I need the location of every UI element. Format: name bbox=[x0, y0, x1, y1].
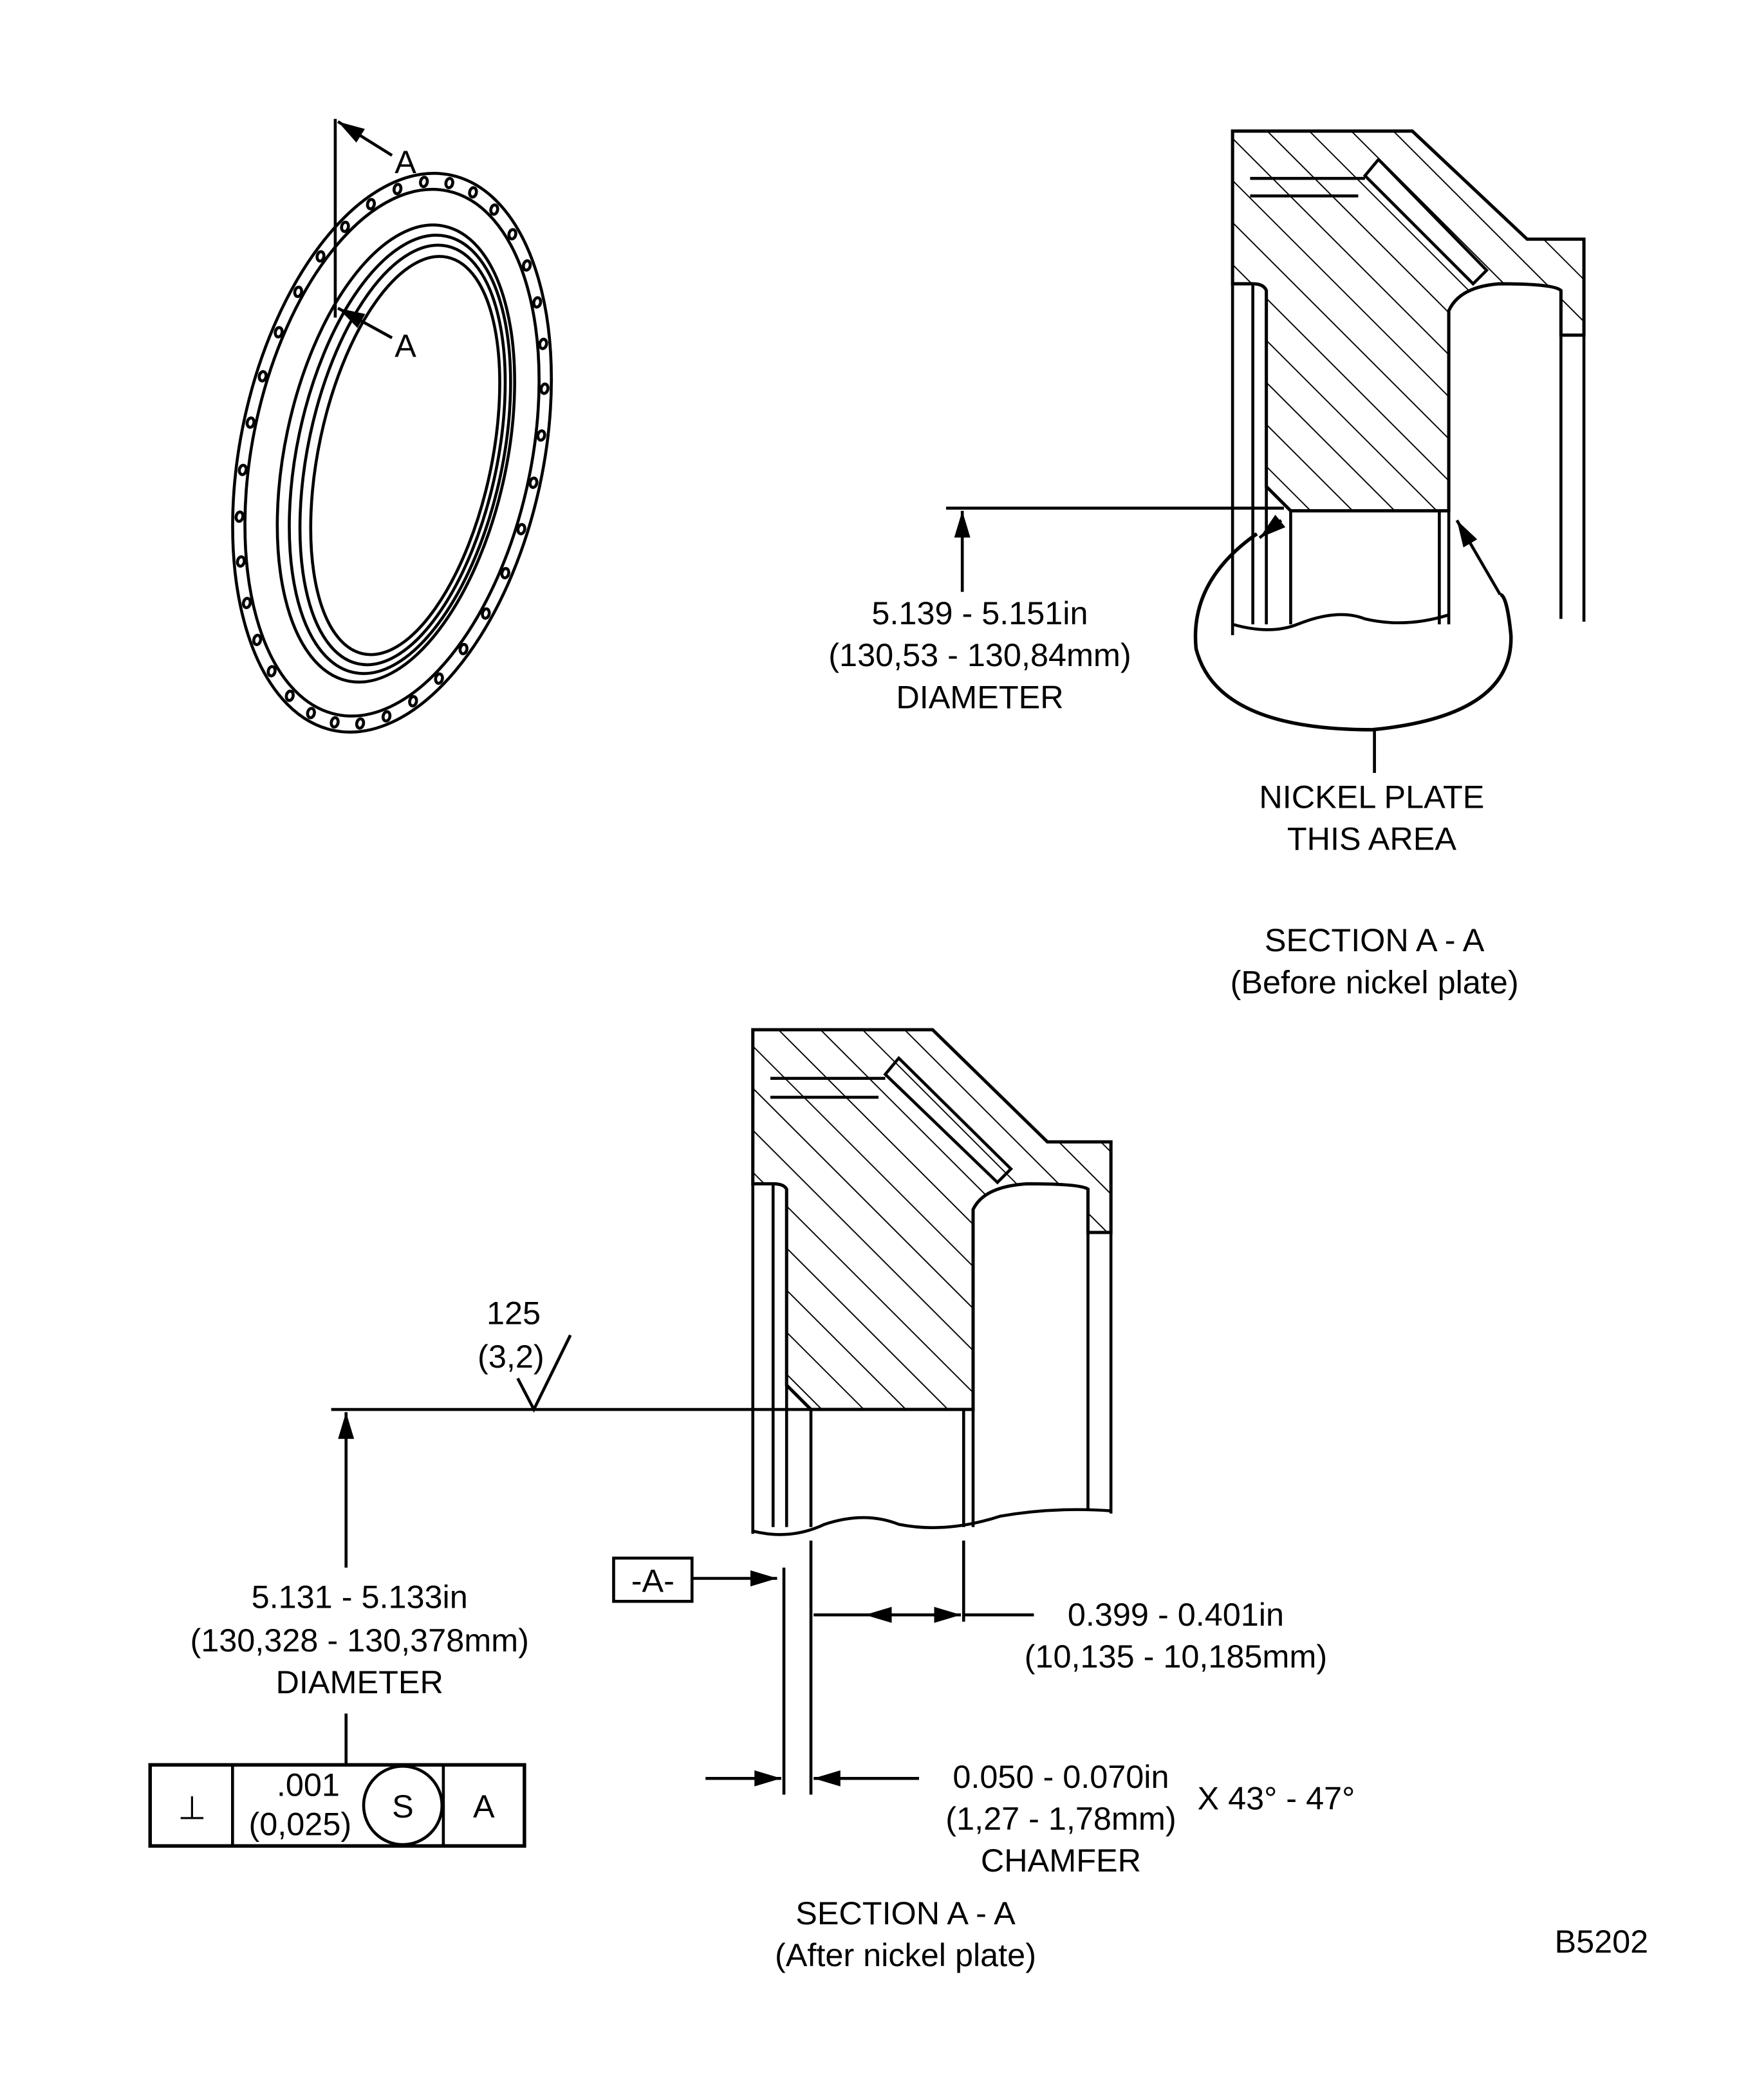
bolt-hole bbox=[468, 186, 478, 199]
bolt-hole bbox=[538, 337, 548, 350]
width-mm: (10,135 - 10,185mm) bbox=[1025, 1638, 1327, 1675]
bolt-hole bbox=[444, 176, 454, 190]
section-marker-lower: A bbox=[395, 327, 416, 364]
bolt-hole bbox=[539, 382, 550, 395]
chamfer-angle: X 43° - 47° bbox=[1198, 1780, 1355, 1817]
bolt-hole bbox=[293, 285, 303, 299]
flange-ring-isometric: A A bbox=[231, 118, 553, 734]
diameter-label-after: DIAMETER bbox=[276, 1664, 443, 1700]
bolt-hole bbox=[516, 523, 526, 535]
datum-a-label: -A- bbox=[631, 1562, 674, 1599]
bolt-hole bbox=[315, 250, 326, 263]
bolt-hole bbox=[507, 228, 517, 241]
width-in: 0.399 - 0.401in bbox=[1068, 1596, 1284, 1633]
bolt-hole bbox=[236, 555, 246, 568]
bolt-hole bbox=[458, 642, 469, 656]
bolt-holes bbox=[234, 176, 550, 730]
bolt-hole bbox=[284, 689, 295, 702]
chamfer-in: 0.050 - 0.070in bbox=[953, 1758, 1169, 1795]
surface-finish-value: 125 bbox=[487, 1295, 541, 1332]
bolt-hole bbox=[237, 463, 248, 476]
bolt-hole bbox=[330, 716, 340, 729]
bolt-hole bbox=[381, 710, 392, 723]
bolt-hole bbox=[366, 198, 376, 210]
bolt-hole bbox=[481, 607, 491, 620]
bolt-hole bbox=[234, 510, 245, 523]
section-title-before: SECTION A - A bbox=[1265, 922, 1485, 958]
bolt-hole bbox=[489, 203, 499, 216]
diameter-in-before: 5.139 - 5.151in bbox=[871, 595, 1088, 631]
bolt-hole bbox=[392, 183, 403, 196]
section-before-plate: 5.139 - 5.151in (130,53 - 130,84mm) DIAM… bbox=[828, 129, 1586, 1000]
diameter-in-after: 5.131 - 5.133in bbox=[252, 1579, 468, 1615]
nickel-note-line2: THIS AREA bbox=[1287, 821, 1457, 857]
bolt-hole bbox=[274, 326, 284, 339]
bolt-hole bbox=[418, 176, 429, 189]
feature-control-frame: ⊥ .001 (0,025) S A bbox=[148, 1763, 526, 1848]
bolt-hole bbox=[266, 665, 277, 678]
bolt-hole bbox=[257, 370, 268, 383]
bolt-hole bbox=[252, 633, 263, 646]
chamfer-mm: (1,27 - 1,78mm) bbox=[945, 1800, 1176, 1837]
section-title-after: SECTION A - A bbox=[795, 1895, 1016, 1931]
bolt-hole bbox=[408, 695, 418, 708]
bolt-hole bbox=[306, 707, 316, 720]
diameter-mm-after: (130,328 - 130,378mm) bbox=[190, 1622, 528, 1659]
datum-reference: A bbox=[473, 1788, 495, 1825]
rfs-modifier: S bbox=[392, 1788, 414, 1825]
nickel-note-line1: NICKEL PLATE bbox=[1259, 779, 1484, 815]
tolerance-mm: (0,025) bbox=[248, 1805, 351, 1842]
bolt-hole bbox=[355, 717, 366, 730]
diameter-mm-before: (130,53 - 130,84mm) bbox=[828, 637, 1131, 673]
bolt-hole bbox=[434, 672, 444, 685]
bolt-hole bbox=[340, 220, 350, 234]
diameter-label-before: DIAMETER bbox=[896, 678, 1063, 715]
bolt-hole bbox=[521, 259, 532, 272]
section-subtitle-before: (Before nickel plate) bbox=[1231, 963, 1519, 1000]
bolt-hole bbox=[536, 429, 546, 442]
section-marker-upper: A bbox=[395, 144, 416, 180]
bolt-hole bbox=[500, 567, 510, 580]
perpendicularity-symbol: ⊥ bbox=[178, 1789, 206, 1826]
bolt-hole bbox=[241, 597, 252, 609]
chamfer-label: CHAMFER bbox=[981, 1842, 1141, 1879]
surface-finish-metric: (3,2) bbox=[478, 1338, 544, 1375]
bolt-hole bbox=[245, 416, 256, 429]
figure-id: B5202 bbox=[1555, 1923, 1649, 1960]
tolerance-in: .001 bbox=[277, 1767, 340, 1803]
section-subtitle-after: (After nickel plate) bbox=[775, 1937, 1036, 1973]
section-after-plate: 125 (3,2) 5.131 - 5.133in (130,328 - 130… bbox=[148, 1028, 1355, 1973]
bolt-hole bbox=[532, 296, 543, 309]
bolt-hole bbox=[528, 476, 539, 489]
